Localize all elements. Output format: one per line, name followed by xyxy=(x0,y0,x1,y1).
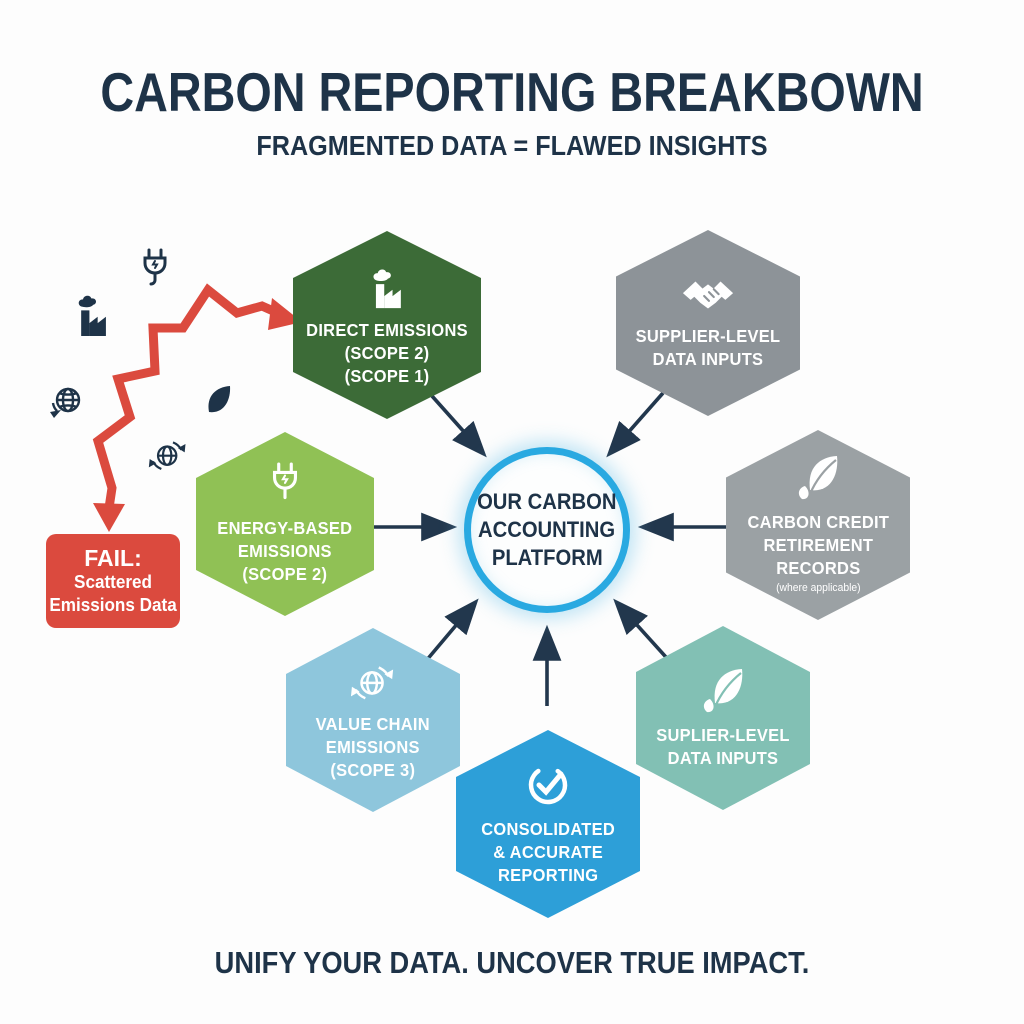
zigzag-head-down xyxy=(93,503,125,532)
center-platform-label: ACCOUNTING xyxy=(478,517,616,542)
plug-icon xyxy=(143,248,167,286)
factory-icon xyxy=(78,295,106,336)
hex-label: SUPPLIER-LEVEL xyxy=(635,325,781,346)
hex-label: DATA INPUTS xyxy=(667,747,779,768)
globe-cycle-icon xyxy=(148,441,186,471)
hex-label: EMISSIONS xyxy=(238,541,332,561)
plug-icon xyxy=(272,462,298,500)
factory-icon xyxy=(373,269,401,309)
leaf-icon xyxy=(798,456,838,500)
hex-label: RETIREMENT xyxy=(763,535,873,555)
hex-label: DATA INPUTS xyxy=(652,348,764,369)
center-platform-label: OUR CARBON xyxy=(477,489,617,514)
fail-line-1: Scattered xyxy=(74,572,152,592)
center-platform-circle: OUR CARBON ACCOUNTING PLATFORM xyxy=(464,447,630,613)
leaf-icon xyxy=(208,386,231,413)
hex-sublabel: (where applicable) xyxy=(775,582,861,594)
hex-energy-based-emissions: ENERGY-BASED EMISSIONS (SCOPE 2) xyxy=(196,432,374,616)
globe-cycle-icon xyxy=(350,666,394,700)
page-title: CARBON REPORTING BREAKBOWN xyxy=(100,61,924,123)
hex-consolidated-reporting: CONSOLIDATED & ACCURATE REPORTING xyxy=(456,730,640,918)
hex-label: CARBON CREDIT xyxy=(747,512,889,532)
hex-label: (SCOPE 3) xyxy=(330,760,416,780)
hex-label: VALUE CHAIN xyxy=(315,714,431,734)
hex-label: ENERGY-BASED xyxy=(217,518,353,538)
hex-label: (SCOPE 2) xyxy=(242,564,328,584)
hex-value-chain-emissions: VALUE CHAIN EMISSIONS (SCOPE 3) xyxy=(286,628,460,812)
hex-label: DIRECT EMISSIONS xyxy=(306,320,468,340)
globe-arrow-icon xyxy=(50,387,81,418)
hex-carbon-credit-retirement: CARBON CREDIT RETIREMENT RECORDS (where … xyxy=(726,430,910,620)
hex-label: REPORTING xyxy=(497,865,599,885)
hex-label: (SCOPE 2) xyxy=(344,343,430,363)
fail-line-2: Emissions Data xyxy=(49,595,177,615)
hex-label: & ACCURATE xyxy=(493,842,603,862)
hex-supplier-level-top: SUPPLIER-LEVEL DATA INPUTS xyxy=(616,230,800,416)
hex-label: CONSOLIDATED xyxy=(481,819,615,839)
footer-tagline: UNIFY YOUR DATA. UNCOVER TRUE IMPACT. xyxy=(214,945,810,980)
arrow-direct-to-center xyxy=(430,394,487,458)
check-circle-icon xyxy=(528,765,568,805)
arrow-supplier-top-to-center xyxy=(606,391,665,458)
fail-box: FAIL: Scattered Emissions Data xyxy=(46,534,180,628)
hex-label: EMISSIONS xyxy=(326,737,420,757)
page-subtitle: FRAGMENTED DATA = FLAWED INSIGHTS xyxy=(256,130,768,161)
fail-heading: FAIL: xyxy=(84,545,142,571)
leaf-icon xyxy=(703,668,743,712)
hex-label: SUPLIER-LEVEL xyxy=(656,724,790,745)
center-platform-label: PLATFORM xyxy=(491,545,603,570)
hex-direct-emissions: DIRECT EMISSIONS (SCOPE 2) (SCOPE 1) xyxy=(293,231,481,419)
hex-label: (SCOPE 1) xyxy=(344,366,430,386)
hex-label: RECORDS xyxy=(775,558,861,578)
hex-supplier-level-bottom: SUPLIER-LEVEL DATA INPUTS xyxy=(636,626,810,810)
handshake-icon xyxy=(682,281,734,309)
